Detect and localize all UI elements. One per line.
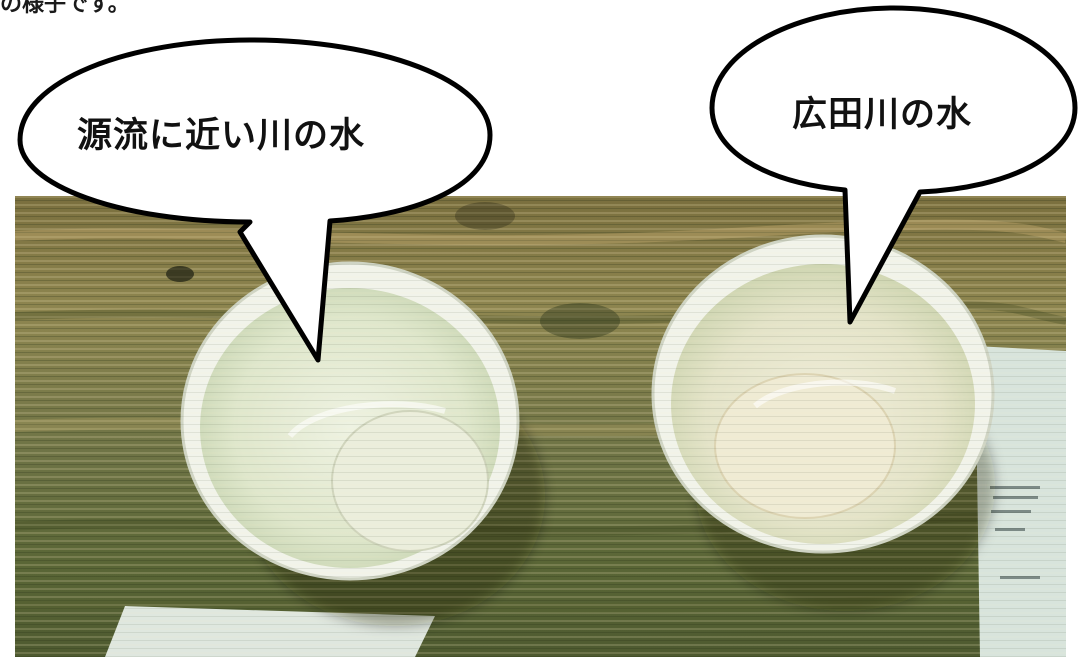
photo xyxy=(15,196,1066,657)
left-bubble-label: 源流に近い川の水 xyxy=(77,116,366,156)
photo-two-cups-image xyxy=(15,196,1066,657)
right-bubble-label: 広田川の水 xyxy=(792,95,973,135)
page-header-fragment: の様子です。 xyxy=(0,0,130,17)
